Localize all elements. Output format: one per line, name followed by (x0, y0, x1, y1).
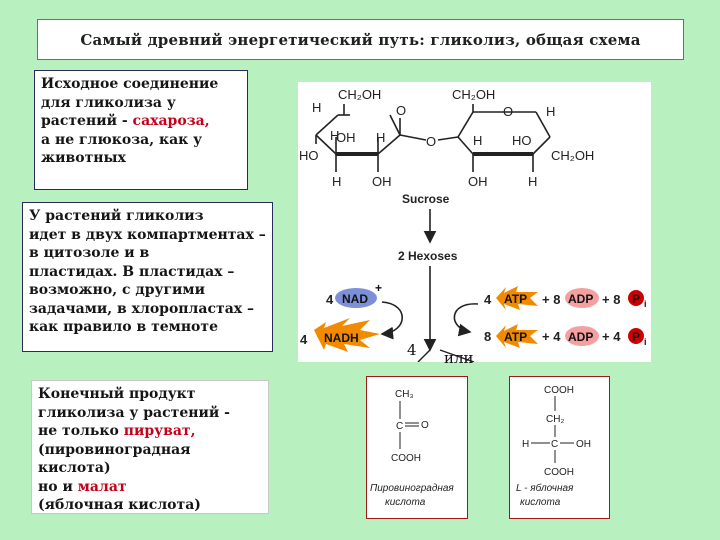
svg-text:8: 8 (484, 329, 491, 344)
svg-text:COOH: COOH (544, 385, 574, 396)
note1-line: растений - сахароза, (41, 113, 210, 129)
note3-line: (яблочная кислота) (38, 497, 201, 513)
svg-text:4: 4 (326, 292, 334, 307)
glc-ch2oh: CH₂OH (338, 87, 381, 102)
svg-text:H: H (473, 133, 482, 148)
note1-line: животных (41, 150, 126, 166)
note3-line: но и малат (38, 478, 127, 495)
note3-line: Конечный продукт (38, 386, 196, 402)
note3-line: гликолиза у растений - (38, 404, 230, 421)
svg-text:H: H (546, 104, 555, 119)
sucrose-label: Sucrose (402, 192, 450, 206)
svg-text:i: i (644, 337, 647, 347)
note-substrate: Исходное соединение для гликолиза у раст… (34, 70, 248, 190)
svg-text:+ 8: + 8 (602, 292, 620, 307)
note2-line: У растений гликолиз (29, 208, 204, 224)
pyruvate-highlight: пируват, (123, 423, 196, 439)
note-compartments: У растений гликолиз идет в двух компартм… (22, 202, 273, 352)
svg-text:OH: OH (372, 174, 392, 189)
svg-text:HO: HO (299, 148, 319, 163)
svg-text:H: H (522, 439, 529, 450)
note2-line: как правило в темноте (29, 319, 218, 335)
svg-text:H: H (330, 128, 339, 143)
svg-text:CH₂: CH₂ (546, 414, 564, 425)
svg-text:O: O (503, 104, 513, 119)
atp-burst-2 (496, 324, 538, 348)
note1-line: Исходное соединение (41, 76, 219, 92)
svg-text:кислота: кислота (385, 497, 426, 508)
svg-text:OH: OH (468, 174, 488, 189)
svg-text:4: 4 (300, 332, 308, 347)
note1-line: для гликолиза у (41, 94, 176, 111)
atp-burst-1 (496, 286, 538, 310)
svg-text:ADP: ADP (568, 292, 593, 306)
svg-text:ADP: ADP (568, 330, 593, 344)
pyruvate-caption: Пировиноградная (370, 483, 454, 494)
nadh-burst (314, 318, 380, 352)
svg-text:H: H (312, 100, 321, 115)
adp-badge-1 (565, 288, 599, 308)
svg-text:кислота: кислота (520, 497, 561, 508)
glycosidic-o: O (426, 134, 436, 149)
or-label: или (444, 349, 474, 367)
note2-line: пластидах. В пластидах – (29, 263, 235, 280)
hexoses-label: 2 Hexoses (398, 249, 458, 263)
svg-text:HO: HO (512, 133, 532, 148)
svg-text:ATP: ATP (504, 292, 527, 306)
svg-text:P: P (632, 330, 640, 344)
svg-text:NAD: NAD (342, 292, 368, 306)
note3-line: (пировиноградная кислота) (38, 441, 191, 477)
malate-structure: COOH CH₂ H C OH COOH L - яблочная кислот… (509, 376, 610, 519)
svg-text:C: C (396, 421, 403, 432)
svg-text:O: O (421, 420, 429, 431)
note-end-product: Конечный продукт гликолиза у растений - … (31, 380, 269, 514)
svg-text:NADH: NADH (324, 331, 359, 345)
svg-text:+ 4: + 4 (542, 329, 561, 344)
nad-badge (335, 288, 377, 308)
svg-text:P: P (632, 292, 640, 306)
pyruvate-structure: CH₃ C O COOH Пировиноградная кислота (366, 376, 468, 519)
malate-highlight: малат (77, 478, 127, 495)
svg-text:OH: OH (576, 439, 591, 450)
slide-title: Самый древний энергетический путь: глико… (37, 19, 684, 60)
fructose-ring (437, 104, 551, 172)
svg-text:COOH: COOH (391, 453, 421, 464)
svg-text:H: H (332, 174, 341, 189)
scheme-svg: CH₂OH H O H OH H HO H OH O CH₂OH O H HO … (299, 87, 647, 363)
arrow-atp (453, 303, 479, 337)
pi-badge-2 (628, 328, 644, 344)
svg-text:ATP: ATP (504, 330, 527, 344)
pi-badge-1 (628, 290, 644, 306)
svg-text:+ 4: + 4 (602, 329, 621, 344)
svg-text:OH: OH (336, 130, 356, 145)
svg-text:4: 4 (484, 292, 492, 307)
svg-text:CH₂OH: CH₂OH (452, 87, 495, 102)
svg-text:i: i (644, 299, 647, 309)
four-label: 4 (407, 341, 417, 359)
note2-line: возможно, с другими (29, 282, 205, 298)
svg-text:H: H (528, 174, 537, 189)
sucrose-highlight: сахароза, (132, 113, 210, 129)
svg-text:H: H (376, 130, 385, 145)
note2-line: в цитозоле и в (29, 245, 150, 261)
arrow-nad (380, 301, 404, 340)
adp-badge-2 (565, 326, 599, 346)
note3-line: не только пируват, (38, 423, 196, 439)
svg-text:COOH: COOH (544, 467, 574, 478)
svg-text:CH₂OH: CH₂OH (551, 148, 594, 163)
malate-caption: L - яблочная (516, 482, 574, 494)
note1-line: а не глюкоза, как у (41, 131, 203, 148)
svg-text:+: + (375, 281, 382, 295)
glycolysis-scheme: CH₂OH H O H OH H HO H OH O CH₂OH O H HO … (298, 82, 651, 363)
svg-text:C: C (551, 439, 558, 450)
svg-text:CH₃: CH₃ (395, 389, 414, 400)
glucose-ring (315, 104, 427, 172)
note2-line: задачами, в хлоропластах – (29, 300, 254, 317)
note2-line: идет в двух компартментах – (29, 226, 266, 243)
svg-text:O: O (396, 103, 406, 118)
svg-text:+ 8: + 8 (542, 292, 560, 307)
